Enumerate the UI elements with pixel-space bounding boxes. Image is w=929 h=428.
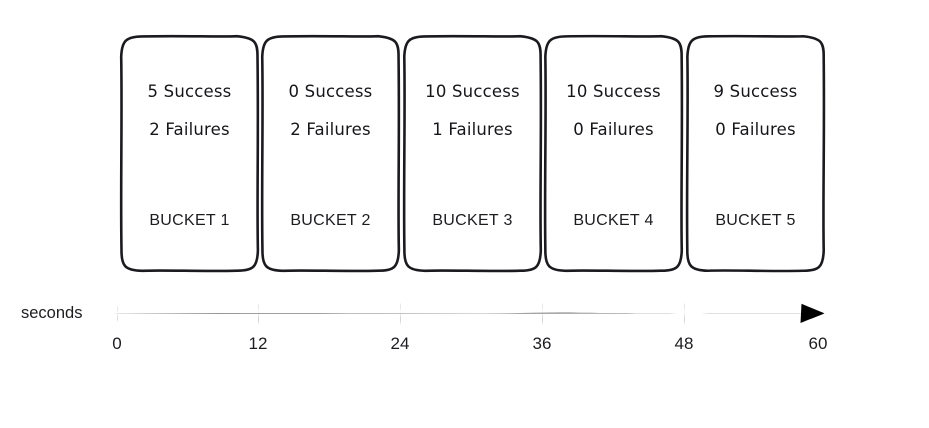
axis-label-seconds: seconds [21,304,83,322]
bucket-success-count: 9 Success [713,82,798,101]
axis-tick-label: 0 [112,334,122,353]
bucket-name-label: BUCKET 3 [432,212,513,229]
axis-tick-label: 12 [248,334,268,353]
bucket-name-label: BUCKET 2 [290,212,371,229]
axis-tick-label: 48 [674,334,694,353]
bucket-success-count: 10 Success [566,82,661,101]
bucket-success-count: 0 Success [288,82,373,101]
bucket-name-label: BUCKET 1 [149,212,230,229]
axis-line [112,312,812,314]
axis-ticks [117,302,685,325]
bucket-failure-count: 0 Failures [573,120,654,139]
axis-arrowhead [800,303,825,323]
bucket-success-count: 5 Success [147,82,232,101]
bucket-failure-count: 0 Failures [715,120,796,139]
bucket-failure-count: 2 Failures [290,120,371,139]
bucket-card-outline [685,34,826,273]
bucket-card-outline [402,34,543,273]
bucket-name-label: BUCKET 4 [573,212,654,229]
axis-tick-label: 24 [390,334,410,353]
bucket-name-label: BUCKET 5 [715,212,796,229]
bucket-card-outline [119,34,260,273]
bucket-success-count: 10 Success [425,82,520,101]
axis-tick-label: 36 [532,334,552,353]
axis-tick-label: 60 [808,334,828,353]
bucket-failure-count: 2 Failures [149,120,230,139]
bucket-card-outline [543,34,684,273]
bucket-failure-count: 1 Failures [432,120,513,139]
bucket-card-outline [260,34,401,273]
